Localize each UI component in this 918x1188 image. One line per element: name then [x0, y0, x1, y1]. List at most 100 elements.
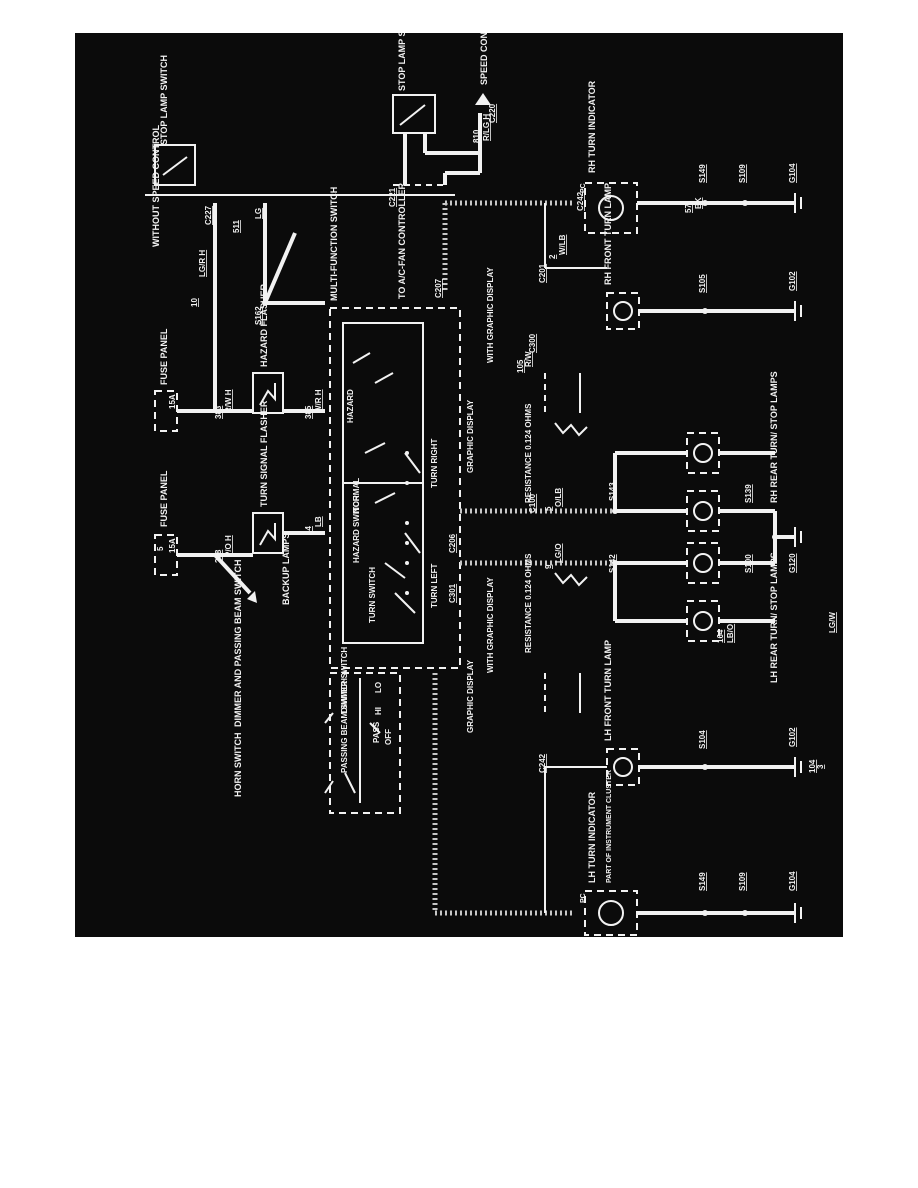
turn-switch-label: TURN SWITCH: [368, 567, 377, 623]
splice-label-3: S105: [698, 274, 707, 293]
rh-turn-indicator-label: RH TURN INDICATOR: [587, 80, 597, 173]
multi-function-switch-label: MULTI-FUNCTION SWITCH: [329, 187, 339, 301]
rh-rear-lamps-label: RH REAR TURN/ STOP LAMPS: [769, 371, 779, 503]
lh-rear-lamps: [612, 542, 775, 642]
speed-control-arrow: [475, 93, 491, 105]
wire-label-6: 385: [304, 405, 313, 419]
rh-front-turn-lamp-label: RH FRONT TURN LAMP: [603, 183, 613, 285]
lh-turn-indicator-label: LH TURN INDICATOR: [587, 791, 597, 883]
wire-label-10: 44: [304, 526, 313, 535]
turn-signal-flasher-label: TURN SIGNAL FLASHER: [259, 400, 269, 507]
splice-label-0: S162: [254, 306, 263, 325]
wire-label-14: 2: [548, 254, 557, 259]
splice-label-4: S143: [608, 482, 617, 501]
connector-label-9: C100: [528, 493, 537, 513]
hazard-flasher-box: [252, 372, 284, 414]
resistance-label-left: RESISTANCE 0.124 OHMS: [524, 553, 533, 653]
resistance-label-right: RESISTANCE 0.124 OHMS: [524, 403, 533, 503]
switch-contacts: [352, 352, 421, 614]
wire-label-17: BK: [694, 197, 703, 209]
wire-label-22: 9: [544, 564, 553, 569]
part-of-cluster-label: PART OF INSTRUMENT CLUSTER: [606, 770, 613, 883]
wiring-diagram: STOP LAMP SWITCH STOP LAMP SWITCH SPEED …: [145, 1, 837, 936]
connector-label-8: C300: [528, 333, 537, 353]
wire-label-28: LG/W: [828, 612, 837, 633]
stop-lamp-switch-label-right: STOP LAMP SWITCH: [397, 33, 407, 91]
hazard-label: HAZARD: [346, 389, 355, 423]
wire-label-18: 105: [516, 359, 525, 373]
hi-label: HI: [374, 707, 383, 715]
lh-turn-indicator-box: [584, 890, 638, 936]
splice-label-8: S104: [698, 730, 707, 749]
splice-label-6: S100: [744, 554, 753, 573]
backup-lamps-label: BACKUP LAMPS: [281, 533, 291, 605]
wire-label-3: LG: [254, 208, 263, 219]
wire-label-2: 511: [232, 220, 241, 233]
wire-label-11: LB: [314, 516, 323, 527]
graphic-display-label-1: GRAPHIC DISPLAY: [466, 399, 475, 473]
normal-label: NORMAL: [352, 478, 361, 513]
wire-label-5: R/W H: [224, 389, 233, 413]
wire-label-15: W/LB: [558, 234, 567, 255]
pc-label-lh: PC: [580, 893, 587, 903]
fuse-panel-2-label: FUSE PANEL: [159, 470, 169, 527]
pass-label: PASS: [372, 721, 381, 743]
splice-label-1: S149: [698, 164, 707, 183]
rh-turn-indicator-box: [584, 182, 638, 234]
fuse-15a-label-1: 15A: [168, 394, 177, 409]
fuse-5-label: 5: [156, 546, 165, 551]
connector-label-10: C242: [538, 753, 547, 773]
with-graphic-display-label-1: WITH GRAPHIC DISPLAY: [486, 267, 495, 363]
lh-turn-indicator-bulb: [598, 900, 624, 926]
rh-front-turn-lamp-box: [606, 292, 640, 330]
wire-label-23: LG/O: [554, 543, 563, 563]
stop-lamp-switch-box-right: [392, 94, 436, 134]
off-label: OFF: [384, 729, 393, 745]
connector-label-2: C220: [488, 103, 497, 123]
wire-label-26: 104: [808, 759, 817, 773]
pc-label-rh: PC: [580, 183, 587, 193]
wire-label-0: 10: [190, 298, 199, 307]
stop-lamp-switch-box-left: [154, 144, 196, 186]
wire-label-1: LG/R H: [198, 250, 207, 277]
lh-rear-lamps-label: LH REAR TURN/ STOP LAMPS: [769, 552, 779, 683]
dimmer-passing-beam-label: DIMMER AND PASSING BEAM SWITCH: [233, 560, 243, 728]
ground-label-3: G102: [788, 727, 797, 747]
wiring-diagram-panel: STOP LAMP SWITCH STOP LAMP SWITCH SPEED …: [75, 1, 843, 937]
rh-rear-lamps: [612, 432, 775, 532]
connector-label-5: C207: [434, 278, 443, 298]
fuse-15a-label-2: 15A: [168, 538, 177, 553]
horn-dimmer-switch-box: [329, 672, 401, 814]
hazard-flasher-label: HAZARD FLASHER: [259, 284, 269, 367]
wire-label-25: LB/O: [726, 624, 735, 643]
wire-label-8: 298: [214, 549, 223, 563]
lo-label: LO: [374, 682, 383, 693]
with-graphic-display-label-2: WITH GRAPHIC DISPLAY: [486, 577, 495, 673]
connector-labels: C227C221C220C242C201C207C206C301C300C100…: [204, 103, 585, 773]
hazard-switch-label: HAZARD SWITCH: [352, 495, 361, 563]
wire-label-24: 164: [716, 629, 725, 643]
turn-right-label: TURN RIGHT: [430, 439, 439, 488]
ground-label-1: G102: [788, 271, 797, 291]
connector-label-1: C221: [388, 187, 397, 207]
to-ac-fan-controller-label: TO A/C-FAN CONTROLLER: [397, 183, 407, 299]
wire-label-21: O/LB: [554, 488, 563, 507]
stop-lamp-switch-label-left: STOP LAMP SWITCH: [159, 55, 169, 145]
lh-front-turn-lamp-label: LH FRONT TURN LAMP: [603, 640, 613, 741]
splice-label-5: S142: [608, 554, 617, 573]
ground-label-0: G104: [788, 163, 797, 183]
without-speed-control-label: WITHOUT SPEED CONTROL: [151, 125, 161, 247]
splice-label-10: S149: [698, 872, 707, 891]
wire-label-7: W/R H: [314, 389, 323, 413]
rh-turn-indicator-bulb: [598, 195, 624, 221]
horn-switch-label: HORN SWITCH: [233, 733, 243, 798]
wire-label-4: 383: [214, 405, 223, 419]
ground-label-4: G104: [788, 871, 797, 891]
wire-label-19: R/W: [524, 351, 533, 367]
turn-left-label: TURN LEFT: [430, 563, 439, 608]
connector-label-7: C301: [448, 583, 457, 603]
connector-label-0: C227: [204, 205, 213, 225]
